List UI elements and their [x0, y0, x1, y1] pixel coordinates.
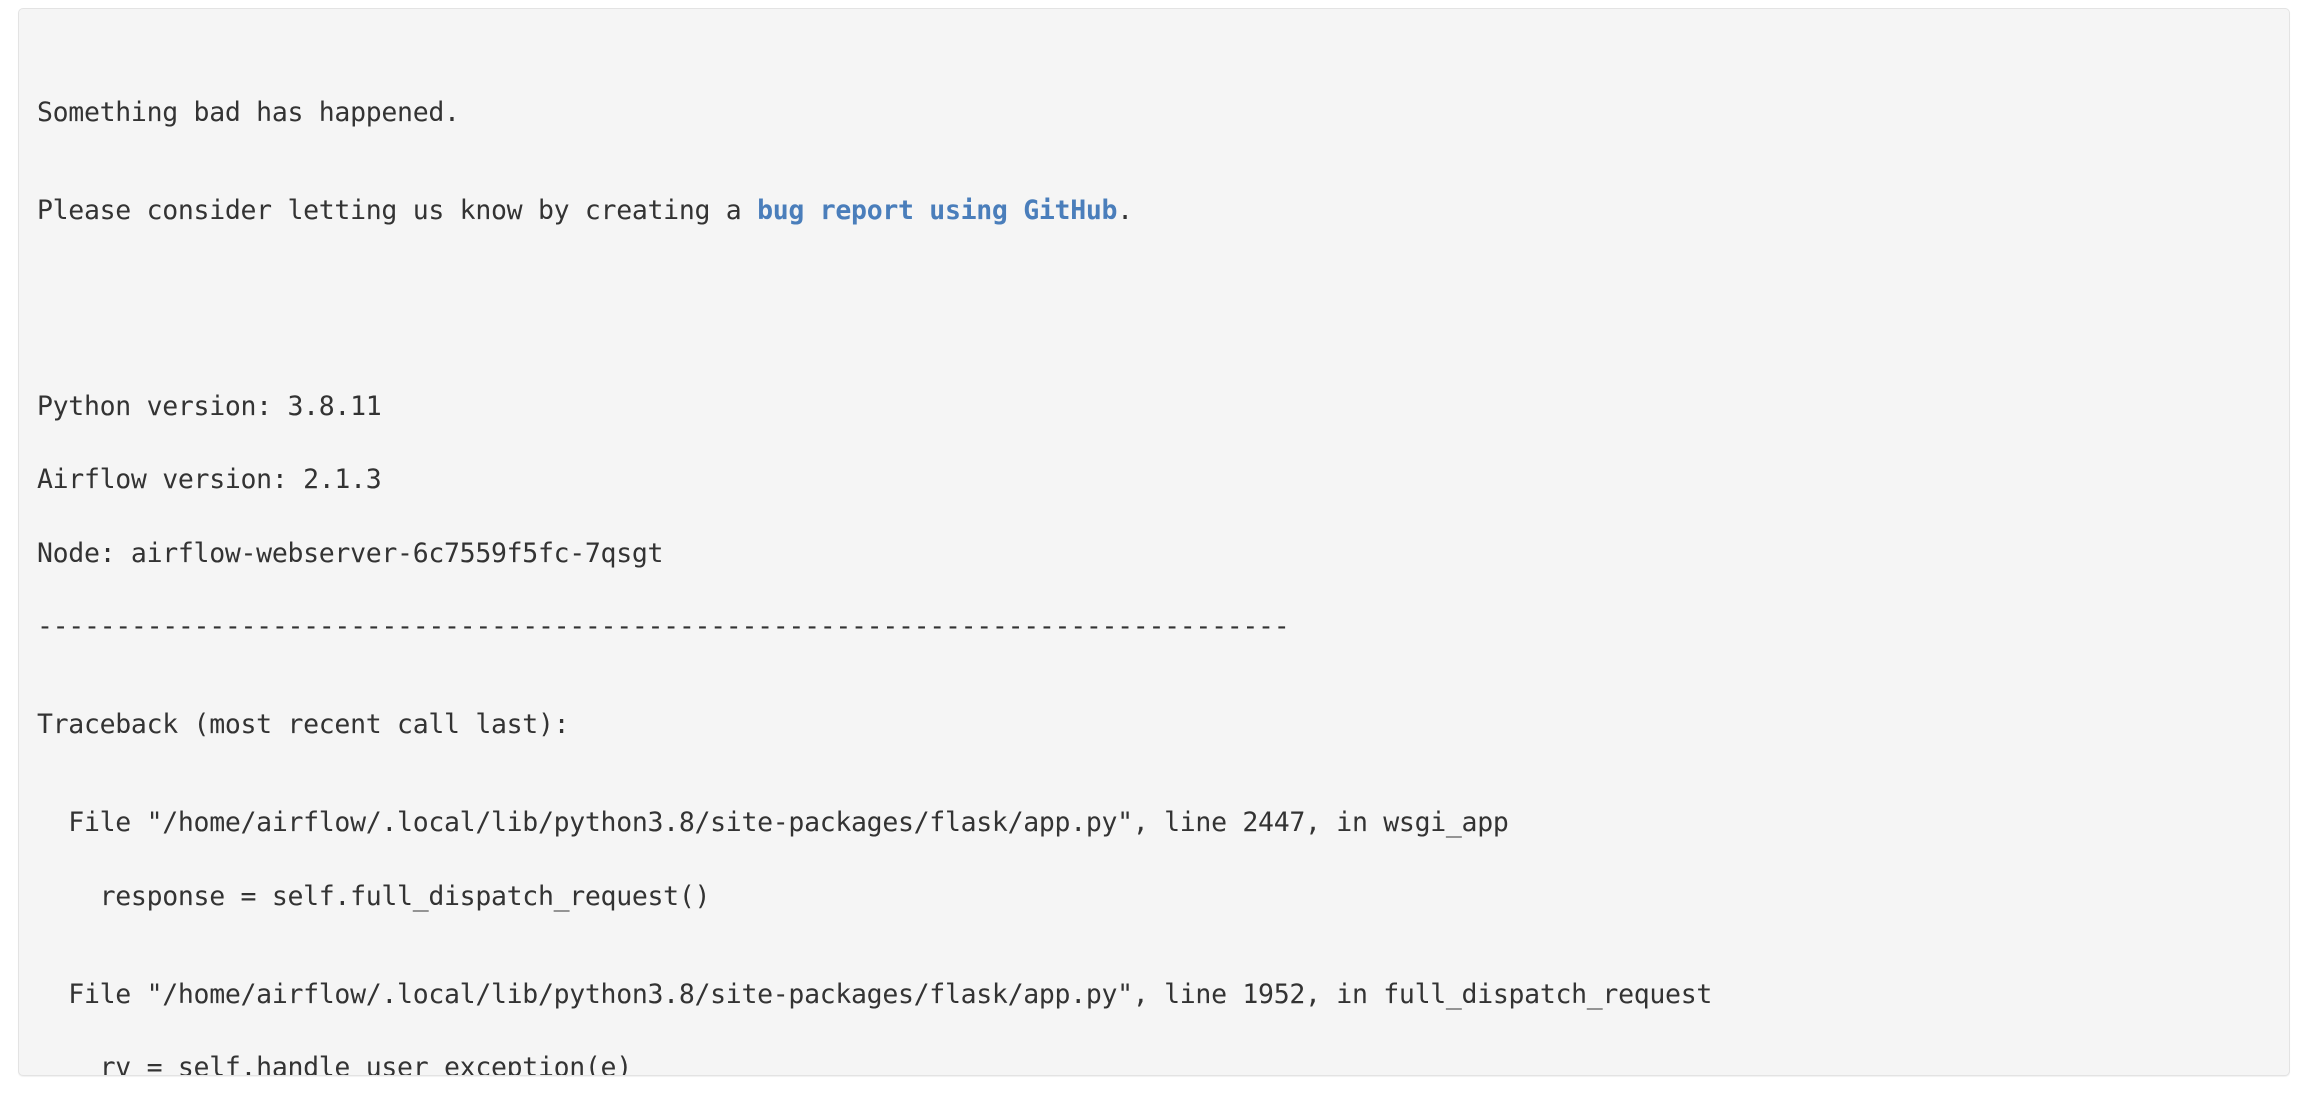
traceback-frame-code: rv = self.handle_user_exception(e) — [37, 1052, 633, 1076]
bug-report-invite-suffix: . — [1117, 194, 1133, 226]
airflow-version-line: Airflow version: 2.1.3 — [37, 464, 382, 495]
bug-report-invite-prefix: Please consider letting us know by creat… — [37, 194, 758, 226]
python-version-line: Python version: 3.8.11 — [37, 390, 382, 422]
traceback-frame-code: response = self.full_dispatch_request() — [37, 880, 711, 912]
separator-line: ----------------------------------------… — [37, 611, 1290, 642]
traceback-header: Traceback (most recent call last): — [37, 709, 570, 740]
traceback-frame-location: File "/home/airflow/.local/lib/python3.8… — [37, 978, 1713, 1010]
node-name-line: Node: airflow-webserver-6c7559f5fc-7qsgt — [37, 537, 664, 569]
bug-report-invite: Please consider letting us know by creat… — [37, 197, 2289, 224]
error-panel-body: Something bad has happened. Please consi… — [19, 9, 2289, 1076]
bug-report-link[interactable]: bug report using GitHub — [757, 194, 1118, 226]
traceback-text: Something bad has happened. Please consi… — [37, 27, 2289, 1076]
spacer-line — [37, 297, 2289, 322]
error-panel: Something bad has happened. Please consi… — [18, 8, 2290, 1076]
traceback-frame-location: File "/home/airflow/.local/lib/python3.8… — [37, 807, 1509, 838]
error-headline: Something bad has happened. — [37, 96, 460, 128]
